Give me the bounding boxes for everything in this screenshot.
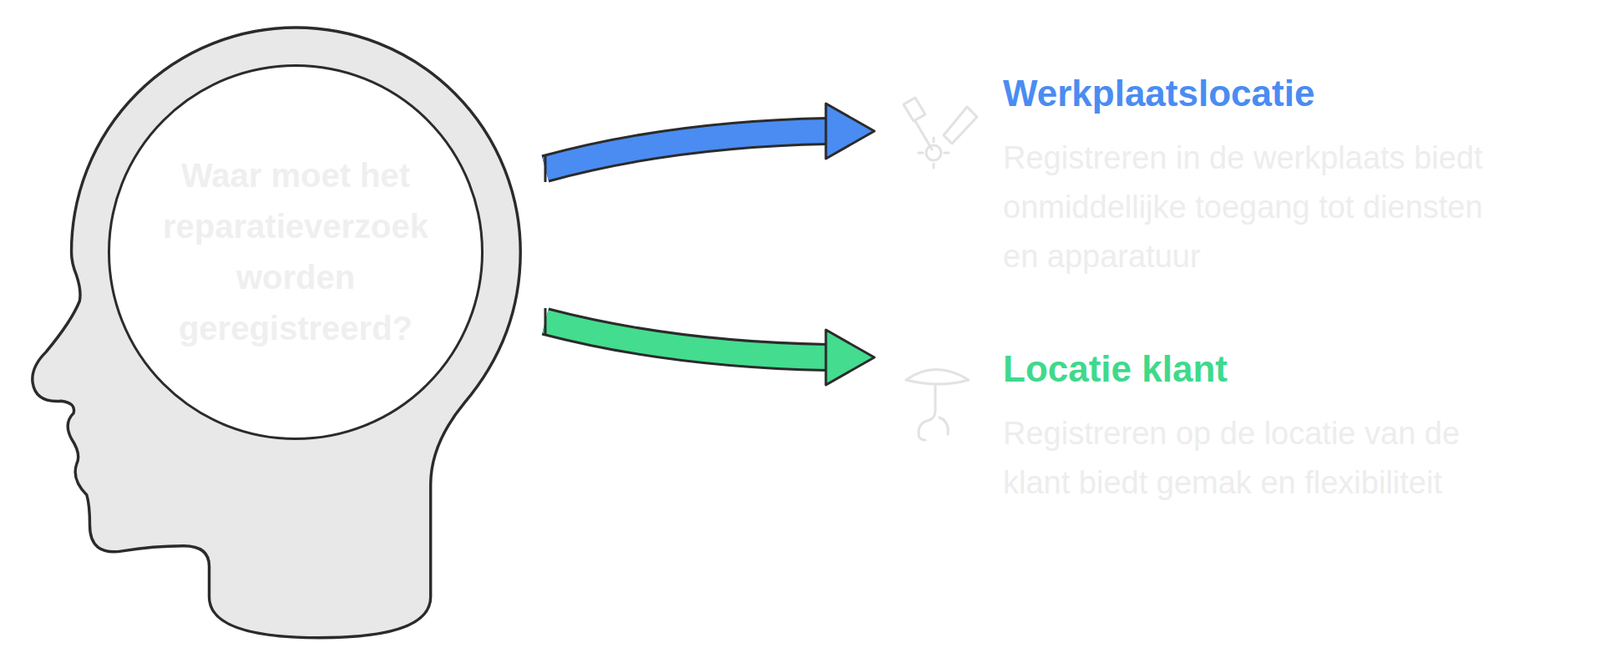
option-block: Locatie klantRegistreren op de locatie v…: [881, 345, 1521, 508]
flow-arrow: [545, 103, 875, 183]
question-circle: Waar moet het reparatieverzoek worden ge…: [107, 64, 484, 441]
option-description: Registreren op de locatie van de klant b…: [1002, 409, 1521, 508]
option-description: Registreren in de werkplaats biedt onmid…: [1002, 133, 1521, 282]
option-heading: Werkplaatslocatie: [1002, 70, 1521, 117]
person-icon: [906, 369, 969, 441]
flow-arrow: [545, 308, 875, 385]
question-text: Waar moet het reparatieverzoek worden ge…: [128, 150, 463, 355]
option-block: WerkplaatslocatieRegistreren in de werkp…: [881, 70, 1521, 282]
option-heading: Locatie klant: [1002, 345, 1521, 393]
head-silhouette: [32, 27, 521, 638]
tools-icon: [903, 97, 978, 168]
